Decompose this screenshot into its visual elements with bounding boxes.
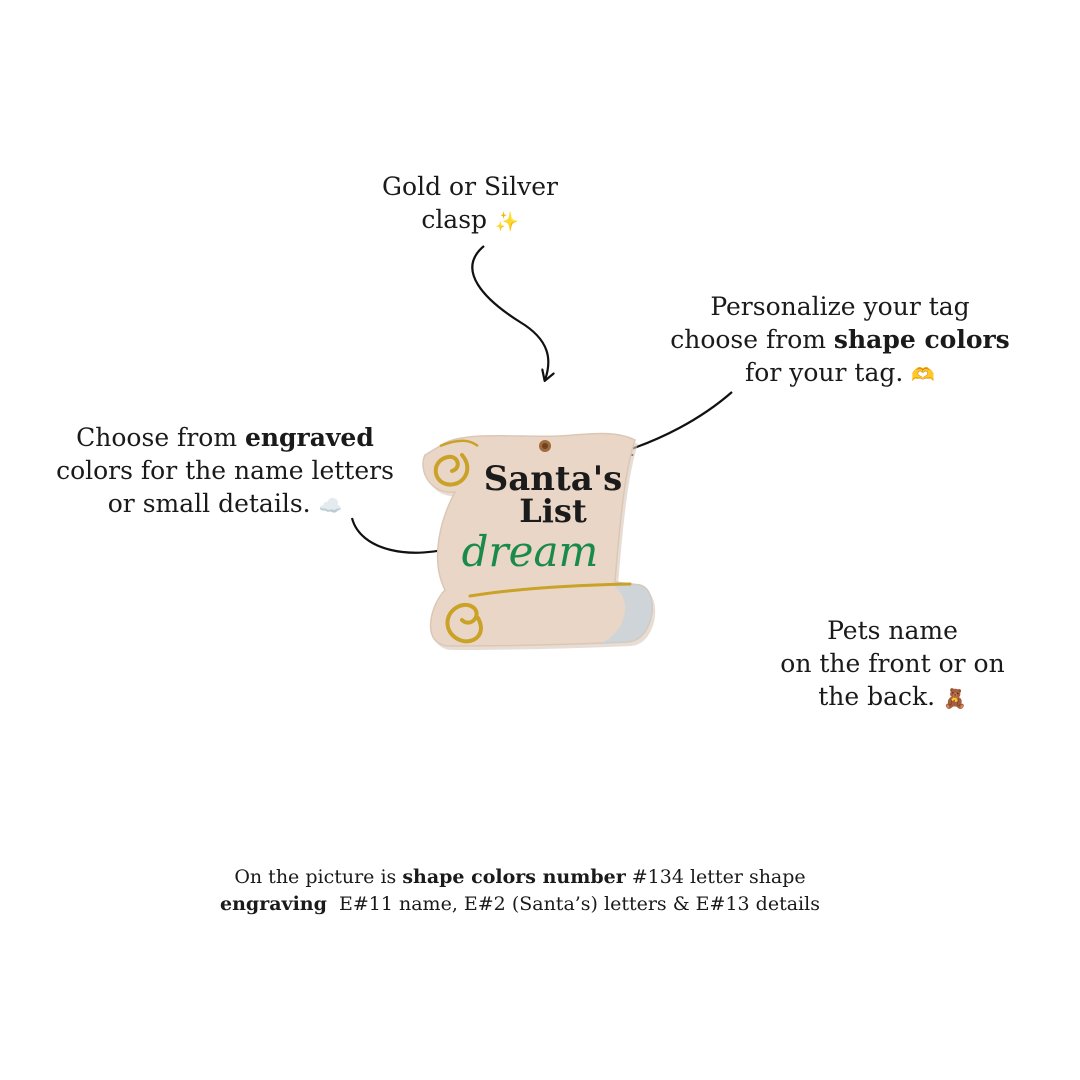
arrow-shape <box>622 391 733 452</box>
cloud-icon: ☁️ <box>318 495 343 517</box>
tag-text-name: dream <box>462 527 599 576</box>
tag-text-santas: Santa's <box>484 459 623 499</box>
teddy-bear-icon: 🧸 <box>943 688 967 710</box>
engrave-annotation-line3: or small details. <box>107 489 311 518</box>
pets-name-annotation: Pets name on the front or on the back. 🧸 <box>760 614 1025 716</box>
caption: On the picture is shape colors number #1… <box>170 864 870 918</box>
caption-line1-bold: shape colors number <box>402 866 626 888</box>
caption-line1-pre: On the picture is <box>234 866 403 888</box>
clasp-annotation: Gold or Silver clasp ✨ <box>330 170 610 239</box>
pets-annotation-line2: on the front or on <box>780 649 1005 678</box>
clasp-annotation-line1: Gold or Silver <box>382 172 558 201</box>
sparkles-icon: ✨ <box>495 211 519 233</box>
caption-line2-bold: engraving <box>220 893 327 915</box>
tag-text-list: List <box>519 492 587 530</box>
shape-annotation-line3: for your tag. <box>745 358 904 387</box>
engrave-annotation-line1-bold: engraved <box>244 423 374 452</box>
heart-hands-icon: 🫶 <box>911 364 935 386</box>
engrave-annotation-line1-pre: Choose from <box>76 423 245 452</box>
shape-annotation-line1: Personalize your tag <box>710 292 970 321</box>
shape-color-annotation: Personalize your tag choose from shape c… <box>640 290 1040 392</box>
clasp-annotation-line2: clasp <box>421 205 488 234</box>
arrow-clasp <box>471 245 548 380</box>
top-swirl <box>433 453 470 487</box>
bottom-swirl <box>445 603 483 644</box>
pets-annotation-line3: the back. <box>818 682 936 711</box>
scroll-tag: Santa's List dream <box>422 432 656 650</box>
pets-annotation-line1: Pets name <box>827 616 958 645</box>
caption-line2-post: E#11 name, E#2 (Santa’s) letters & E#13 … <box>326 893 820 915</box>
caption-line1-post: #134 letter shape <box>625 866 806 888</box>
engraving-annotation: Choose from engraved colors for the name… <box>40 421 410 523</box>
engrave-annotation-line2: colors for the name letters <box>56 456 394 485</box>
shape-annotation-line2-bold: shape colors <box>833 325 1010 354</box>
shape-annotation-line2-pre: choose from <box>670 325 834 354</box>
